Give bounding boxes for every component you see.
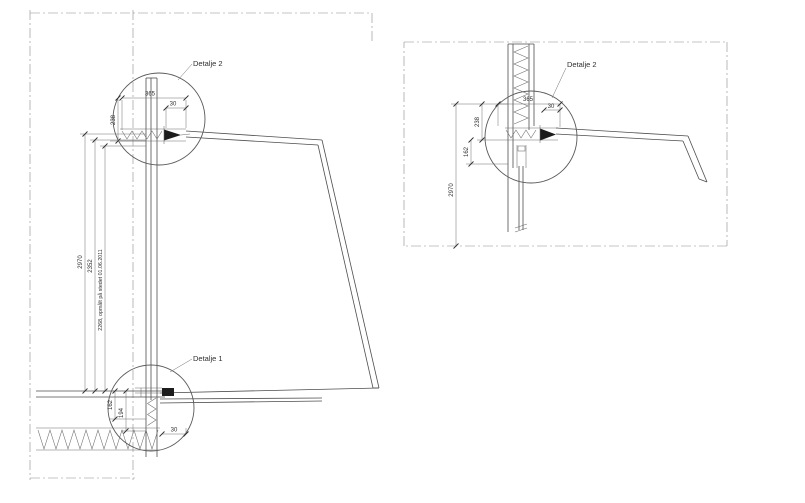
right-wall-insulation-hatch bbox=[513, 45, 529, 125]
right-boundary-lines bbox=[403, 41, 728, 247]
sill-anchor-block bbox=[162, 388, 174, 396]
dimension-tick bbox=[92, 388, 98, 394]
dimension-tick bbox=[557, 101, 563, 107]
dimension-tick bbox=[82, 131, 88, 137]
left-top-dimensions: 365 30 238 bbox=[110, 92, 189, 144]
dim-30-top-left: 30 bbox=[170, 102, 177, 108]
head-flashing-wedge bbox=[164, 129, 181, 141]
left-boundary-lines bbox=[29, 10, 373, 480]
dim-30-right: 30 bbox=[548, 104, 555, 110]
dim-238-left: 238 bbox=[111, 114, 117, 125]
dimension-tick bbox=[119, 95, 125, 101]
dim-2268-site-note: 2268, opmålt på stedet 01.06.2011 bbox=[97, 249, 104, 331]
dimension-tick bbox=[479, 101, 485, 107]
dimension-tick bbox=[183, 105, 189, 111]
dim-365-left: 365 bbox=[145, 92, 156, 98]
right-head-flashing-wedge bbox=[540, 128, 556, 141]
dim-2352: 2352 bbox=[88, 259, 94, 273]
dim-162-left: 162 bbox=[108, 399, 114, 410]
detail-1-label: Detalje 1 bbox=[193, 354, 223, 363]
dimension-tick bbox=[102, 388, 108, 394]
left-section-view: Detalje 2 Detalje 1 365 30 238 2970 2 bbox=[29, 10, 380, 480]
dim-365-right: 365 bbox=[523, 97, 534, 103]
dim-162-right: 162 bbox=[464, 146, 470, 157]
dimension-tick bbox=[495, 101, 501, 107]
left-floor-sill bbox=[36, 387, 380, 404]
detail-2-leader-right bbox=[551, 67, 567, 99]
right-frame-fixing bbox=[517, 145, 526, 152]
detail-2-leader-left bbox=[177, 63, 193, 81]
detail-2-label-left: Detalje 2 bbox=[193, 59, 223, 68]
dimension-tick bbox=[468, 161, 474, 167]
dimension-tick bbox=[112, 388, 118, 394]
dim-2970-right: 2970 bbox=[449, 183, 455, 197]
dimension-tick bbox=[115, 95, 121, 101]
dimension-tick bbox=[112, 416, 118, 422]
left-bottom-dimensions: 162 194 30 bbox=[108, 388, 189, 437]
dimension-tick bbox=[479, 137, 485, 143]
left-head-assembly bbox=[120, 126, 191, 144]
right-head-assembly bbox=[505, 125, 558, 152]
wall-cavity-insulation-hatch bbox=[146, 397, 157, 426]
dim-194: 194 bbox=[119, 407, 125, 418]
dimension-tick bbox=[453, 243, 459, 249]
detail-2-label-right: Detalje 2 bbox=[567, 60, 597, 69]
dimension-tick bbox=[163, 105, 169, 111]
left-foundation-insulation bbox=[36, 427, 160, 451]
detail-1-leader bbox=[169, 358, 193, 373]
detail-2-circle-right bbox=[484, 90, 578, 184]
dimension-tick bbox=[453, 101, 459, 107]
left-height-dimension-chain: 2970 2352 2268, opmålt på stedet 01.06.2… bbox=[78, 131, 146, 394]
dim-30-bottom: 30 bbox=[171, 428, 178, 434]
dimension-tick bbox=[557, 107, 563, 113]
dim-238-right: 238 bbox=[475, 116, 481, 127]
dimension-tick bbox=[115, 138, 121, 144]
dimension-tick bbox=[183, 95, 189, 101]
dimension-tick bbox=[468, 137, 474, 143]
dim-2970-left: 2970 bbox=[78, 255, 84, 269]
head-insulation-hatch bbox=[121, 130, 163, 140]
dimension-tick bbox=[102, 143, 108, 149]
detail-1-circle bbox=[107, 364, 195, 452]
dimension-tick bbox=[92, 137, 98, 143]
dimension-tick bbox=[159, 431, 165, 437]
dimension-tick bbox=[123, 428, 129, 434]
right-roof-eave bbox=[555, 127, 708, 183]
right-dimensions: 365 30 238 162 2970 bbox=[449, 97, 563, 249]
dimension-tick bbox=[183, 431, 189, 437]
right-wall-section bbox=[507, 43, 535, 233]
right-head-insulation-hatch bbox=[505, 129, 537, 139]
detail-2-circle-left bbox=[112, 72, 206, 166]
right-detail-view: Detalje 2 365 30 238 162 2970 bbox=[403, 41, 728, 249]
dimension-tick bbox=[123, 388, 129, 394]
left-wall-section bbox=[145, 77, 158, 457]
dimension-tick bbox=[82, 388, 88, 394]
foundation-insulation-hatch bbox=[37, 429, 159, 450]
dimension-tick bbox=[541, 107, 547, 113]
left-roof-plane bbox=[185, 130, 380, 389]
